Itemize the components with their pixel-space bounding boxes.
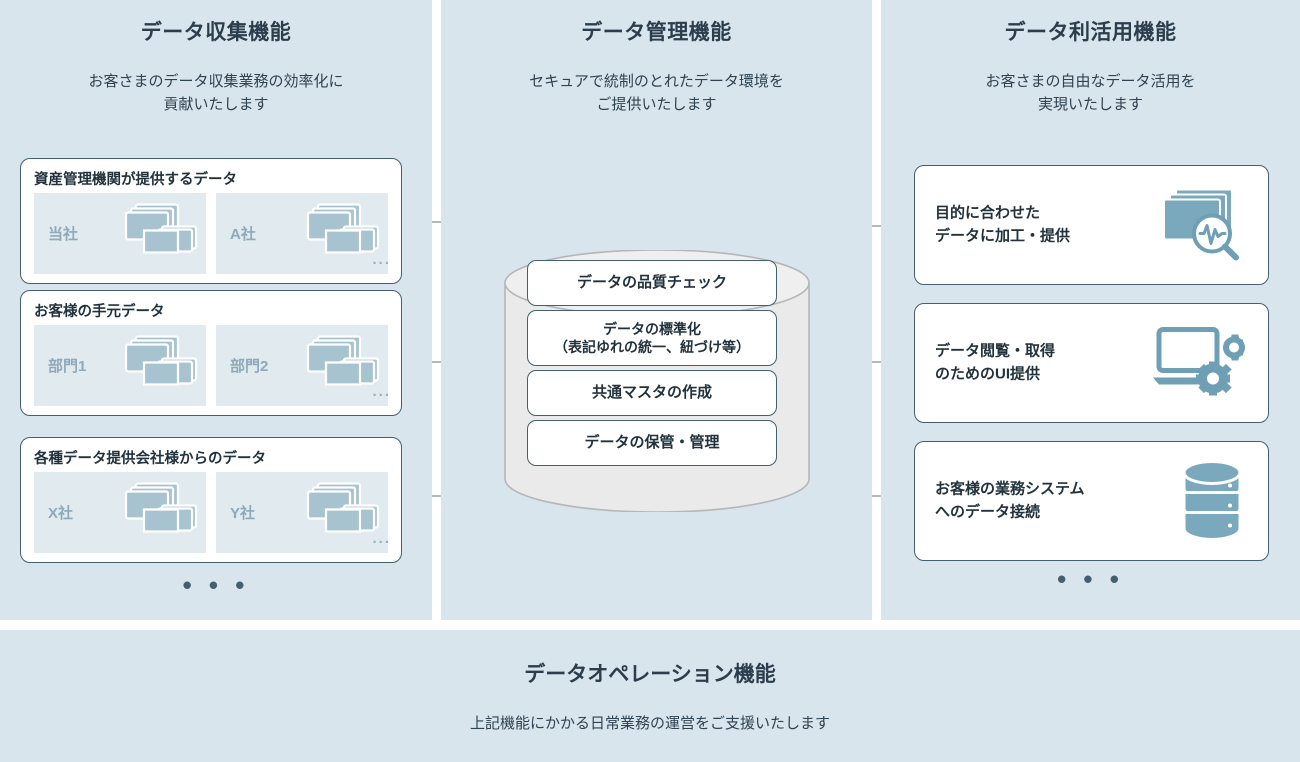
source-card-customer-data[interactable]: お客様の手元データ 部門1 bbox=[20, 290, 402, 416]
operations-title: データオペレーション機能 bbox=[524, 663, 776, 686]
source-box-label: 当社 bbox=[48, 226, 79, 243]
column-title-collection: データ収集機能 bbox=[140, 21, 292, 44]
source-more-ellipsis: ... bbox=[372, 383, 391, 400]
data-cards-icon bbox=[114, 332, 200, 399]
source-card-asset-management[interactable]: 資産管理機関が提供するデータ 当社 bbox=[20, 158, 402, 284]
process-box-standardization[interactable]: データの標準化 （表記ゆれの統一、紐づけ等） bbox=[527, 310, 777, 366]
column-subtitle-management: セキュアで統制のとれたデータ環境を ご提供いたします bbox=[529, 73, 784, 114]
source-box-group: 当社 A社 bbox=[34, 193, 391, 274]
use-card-label: 目的に合わせた データに加工・提供 bbox=[935, 204, 1071, 245]
use-card-system-connection[interactable]: お客様の業務システム へのデータ接続 bbox=[914, 441, 1269, 561]
source-card-provider-data[interactable]: 各種データ提供会社様からのデータ X社 bbox=[20, 437, 402, 563]
source-box[interactable]: Y社 ... bbox=[216, 472, 391, 553]
source-box[interactable]: 部門2 ... bbox=[216, 325, 391, 406]
column-subtitle-collection: お客さまのデータ収集業務の効率化に 貢献いたします bbox=[88, 73, 344, 114]
utilization-more-ellipsis: • • • bbox=[1057, 564, 1124, 594]
process-box-storage-management[interactable]: データの保管・管理 bbox=[527, 420, 777, 466]
source-card-title: お客様の手元データ bbox=[34, 304, 165, 320]
cards-magnifier-waveform-icon bbox=[1154, 184, 1246, 267]
data-cards-icon bbox=[296, 200, 382, 267]
collection-more-ellipsis: • • • bbox=[182, 570, 250, 600]
source-box-group: X社 Y社 bbox=[34, 472, 391, 553]
operations-subtitle: 上記機能にかかる日常業務の運営をご支援いたします bbox=[469, 715, 830, 732]
process-box-common-master[interactable]: 共通マスタの作成 bbox=[527, 370, 777, 416]
use-card-data-processing[interactable]: 目的に合わせた データに加工・提供 bbox=[914, 165, 1269, 285]
source-box-label: 部門1 bbox=[48, 358, 87, 375]
source-more-ellipsis: ... bbox=[372, 251, 391, 268]
source-box-label: Y社 bbox=[230, 505, 256, 522]
data-cards-icon bbox=[114, 479, 200, 546]
data-cards-icon bbox=[296, 479, 382, 546]
database-icon bbox=[1178, 459, 1246, 544]
source-box[interactable]: 当社 bbox=[34, 193, 206, 274]
source-box[interactable]: A社 ... bbox=[216, 193, 391, 274]
use-card-ui-provision[interactable]: データ閲覧・取得 のためのUI提供 bbox=[914, 303, 1269, 423]
source-box-group: 部門1 部門2 bbox=[34, 325, 391, 406]
source-box-label: X社 bbox=[48, 505, 74, 522]
column-title-management: データ管理機能 bbox=[581, 21, 732, 44]
source-box[interactable]: X社 bbox=[34, 472, 206, 553]
data-cards-icon bbox=[114, 200, 200, 267]
source-card-title: 各種データ提供会社様からのデータ bbox=[34, 451, 266, 467]
laptop-gears-icon bbox=[1151, 322, 1246, 405]
use-card-label: データ閲覧・取得 のためのUI提供 bbox=[935, 342, 1056, 383]
column-subtitle-utilization: お客さまの自由なデータ活用を 実現いたします bbox=[985, 73, 1196, 114]
data-store-cylinder: データの品質チェック データの標準化 （表記ゆれの統一、紐づけ等） 共通マスタの… bbox=[497, 250, 817, 512]
use-card-label: お客様の業務システム へのデータ接続 bbox=[935, 480, 1085, 521]
source-more-ellipsis: ... bbox=[372, 530, 391, 547]
source-card-title: 資産管理機関が提供するデータ bbox=[34, 172, 237, 188]
column-title-utilization: データ利活用機能 bbox=[1004, 21, 1177, 44]
process-box-quality-check[interactable]: データの品質チェック bbox=[527, 260, 777, 306]
operations-banner: データオペレーション機能 上記機能にかかる日常業務の運営をご支援いたします bbox=[0, 630, 1300, 762]
source-box-label: 部門2 bbox=[230, 358, 269, 375]
data-cards-icon bbox=[296, 332, 382, 399]
source-box[interactable]: 部門1 bbox=[34, 325, 206, 406]
source-box-label: A社 bbox=[230, 226, 256, 243]
